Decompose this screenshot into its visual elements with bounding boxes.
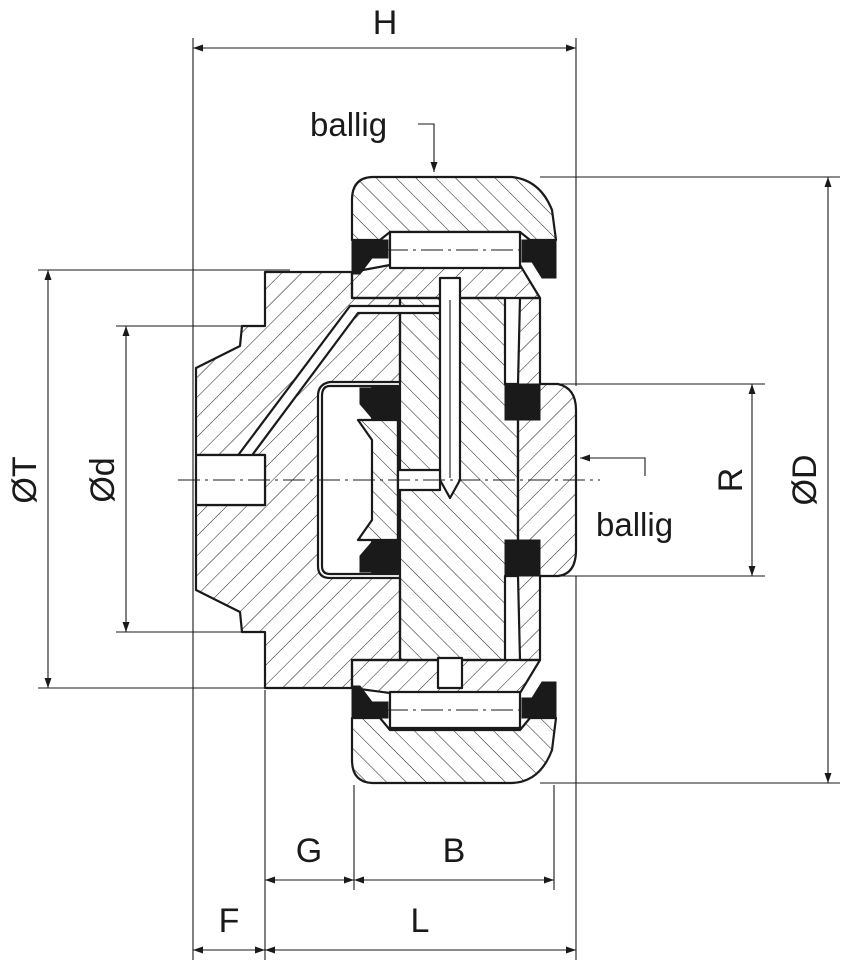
seal-bottom-left <box>351 685 389 719</box>
lube-pin-bore-lower <box>396 468 442 492</box>
note-ballig-side: ballig <box>596 506 673 543</box>
dimension-lines: H ballig ØD R ballig ØT Ød G B <box>6 4 840 960</box>
inner-pocket-seal-ring <box>356 418 400 542</box>
label-T: ØT <box>6 456 44 503</box>
label-R: R <box>712 468 750 493</box>
seal-inner-bottom <box>359 541 399 573</box>
label-d: Ød <box>84 457 122 502</box>
seal-right-top <box>504 383 541 421</box>
label-B: B <box>443 832 466 870</box>
label-D: ØD <box>786 455 824 506</box>
seal-right-bottom <box>504 539 541 577</box>
bottom-plug <box>436 656 464 690</box>
seal-top-right <box>521 239 557 279</box>
label-H: H <box>373 4 398 42</box>
seal-inner-top <box>359 387 399 419</box>
part-cross-section <box>178 175 600 785</box>
side-washer-right <box>516 296 578 662</box>
outer-ring-top <box>350 175 558 242</box>
label-L: L <box>411 902 430 940</box>
label-G: G <box>296 832 322 870</box>
label-F: F <box>219 902 240 940</box>
seal-bottom-right <box>521 681 557 719</box>
seal-top-left <box>351 239 389 275</box>
note-ballig-top: ballig <box>310 106 387 143</box>
